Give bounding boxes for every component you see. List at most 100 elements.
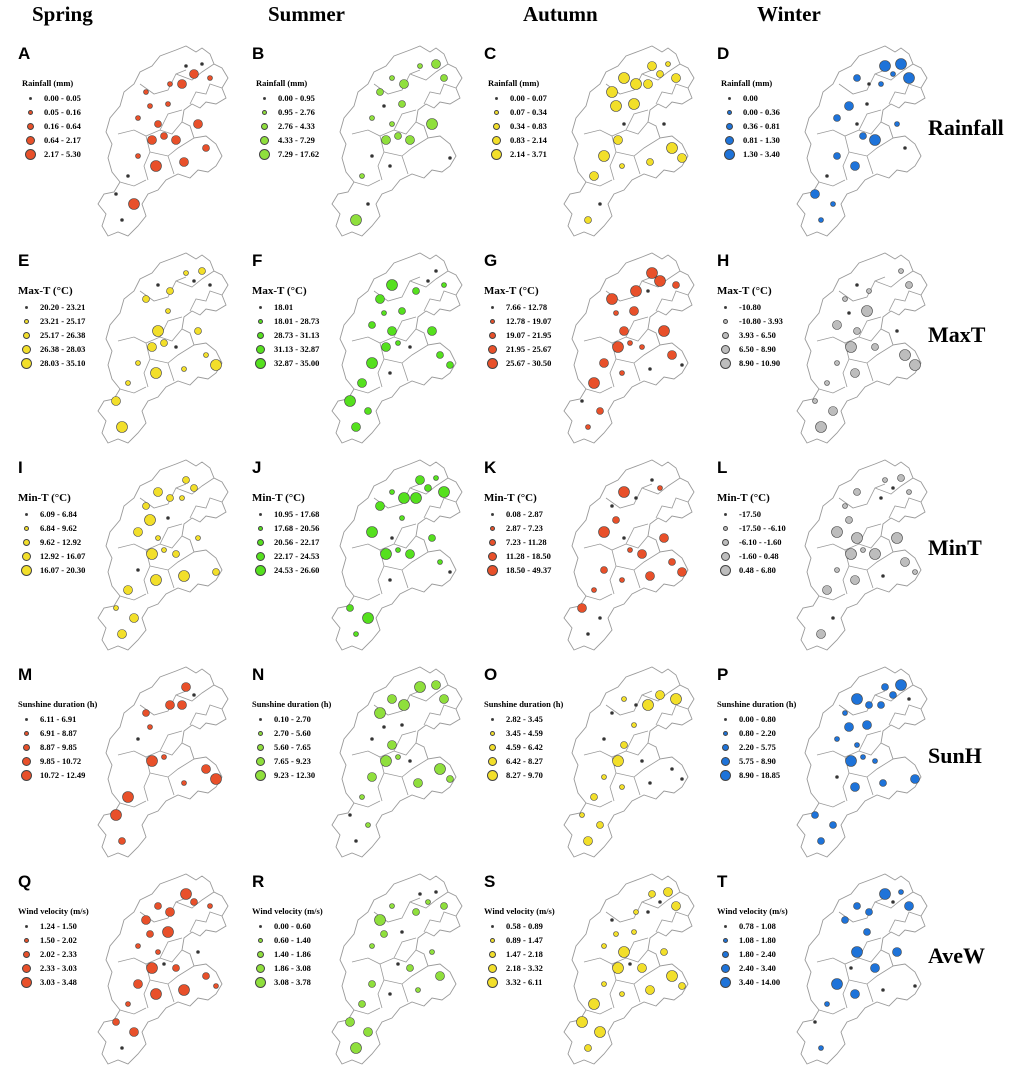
- panel-letter: J: [252, 458, 262, 477]
- district-boundary: [842, 135, 850, 181]
- legend-class-label: 2.76 - 4.33: [278, 121, 315, 131]
- station-marker: [842, 296, 848, 302]
- station-marker: [147, 103, 153, 109]
- legend-symbol: [484, 768, 500, 782]
- district-boundary: [633, 362, 641, 382]
- legend-symbol: [484, 961, 500, 975]
- district-boundary: [615, 965, 661, 985]
- station-marker: [646, 267, 658, 279]
- legend-symbol: [717, 975, 733, 989]
- legend-row: 0.08 - 2.87: [484, 507, 543, 521]
- legend-row: 2.70 - 5.60: [252, 726, 331, 740]
- station-marker: [154, 120, 162, 128]
- station-marker: [395, 754, 401, 760]
- legend-class-label: 9.23 - 12.30: [274, 770, 316, 780]
- station-marker: [630, 78, 642, 90]
- station-marker: [388, 992, 392, 996]
- station-marker: [172, 550, 180, 558]
- district-boundary: [189, 83, 223, 105]
- legend-row: 22.17 - 24.53: [252, 549, 319, 563]
- legend-row: 6.50 - 8.90: [717, 342, 776, 356]
- station-marker: [120, 1046, 124, 1050]
- station-marker: [417, 63, 423, 69]
- district-boundary: [143, 135, 151, 181]
- station-marker: [364, 407, 372, 415]
- region-outline: [796, 45, 928, 237]
- station-marker: [156, 283, 160, 287]
- station-marker: [892, 947, 902, 957]
- legend-title: Max-T (°C): [18, 285, 73, 297]
- panel-letter: B: [252, 44, 265, 63]
- station-marker: [184, 64, 188, 68]
- district-boundary: [409, 63, 449, 81]
- district-boundary: [353, 1007, 381, 1015]
- region-outline: [563, 666, 695, 858]
- district-boundary: [858, 316, 882, 338]
- station-marker: [179, 157, 189, 167]
- legend-row: 2.87 - 7.23: [484, 521, 543, 535]
- legend-symbol: [252, 342, 268, 356]
- station-marker: [210, 773, 222, 785]
- station-marker: [382, 725, 386, 729]
- station-marker: [812, 398, 818, 404]
- district-boundary: [585, 1007, 613, 1015]
- station-marker: [612, 755, 624, 767]
- legend-symbol: [252, 726, 268, 740]
- station-marker: [631, 722, 637, 728]
- legend-row: 0.36 - 0.81: [721, 119, 780, 133]
- station-marker: [142, 295, 150, 303]
- station-marker: [376, 88, 384, 96]
- station-marker: [612, 341, 624, 353]
- legend-title: Min-T (°C): [717, 492, 770, 504]
- region-outline: [796, 873, 928, 1065]
- station-marker: [627, 340, 633, 346]
- legend-symbol: [717, 342, 733, 356]
- station-marker: [629, 306, 639, 316]
- legend-class-label: 0.00 - 0.60: [274, 921, 311, 931]
- district-boundary: [605, 897, 653, 923]
- legend-class-label: 0.34 - 0.83: [510, 121, 547, 131]
- station-marker: [853, 327, 861, 335]
- district-boundary: [655, 83, 689, 105]
- legend-row: 20.56 - 22.17: [252, 535, 319, 549]
- station-marker: [831, 978, 843, 990]
- district-boundary: [818, 1007, 846, 1015]
- station-marker: [586, 632, 590, 636]
- legend-class-label: 1.50 - 2.02: [40, 935, 77, 945]
- station-marker: [135, 943, 141, 949]
- legend-class-label: 18.50 - 49.37: [506, 565, 552, 575]
- legend-symbol: [252, 300, 268, 314]
- station-marker: [828, 406, 838, 416]
- station-marker: [596, 821, 604, 829]
- station-marker: [368, 321, 376, 329]
- legend-symbol: [18, 521, 34, 535]
- station-marker: [153, 487, 163, 497]
- legend-row: 7.29 - 17.62: [256, 147, 319, 161]
- station-marker: [853, 902, 861, 910]
- station-marker: [412, 908, 420, 916]
- station-marker: [895, 679, 907, 691]
- legend-symbol: [717, 549, 733, 563]
- station-marker: [120, 218, 124, 222]
- station-marker: [865, 908, 873, 916]
- legend-row: 23.21 - 25.17: [18, 314, 85, 328]
- station-marker: [146, 930, 154, 938]
- station-marker: [590, 793, 598, 801]
- station-marker: [190, 898, 198, 906]
- legend-row: 24.53 - 26.60: [252, 563, 319, 577]
- legend-symbol: [18, 535, 34, 549]
- district-boundary: [858, 937, 882, 959]
- district-boundary: [655, 911, 689, 933]
- district-boundary: [351, 742, 417, 758]
- region-map: [796, 45, 928, 237]
- station-marker: [667, 350, 677, 360]
- station-marker: [146, 548, 158, 560]
- station-marker: [634, 496, 638, 500]
- legend-class-label: 26.38 - 28.03: [40, 344, 86, 354]
- station-marker: [598, 202, 602, 206]
- district-boundary: [119, 593, 147, 601]
